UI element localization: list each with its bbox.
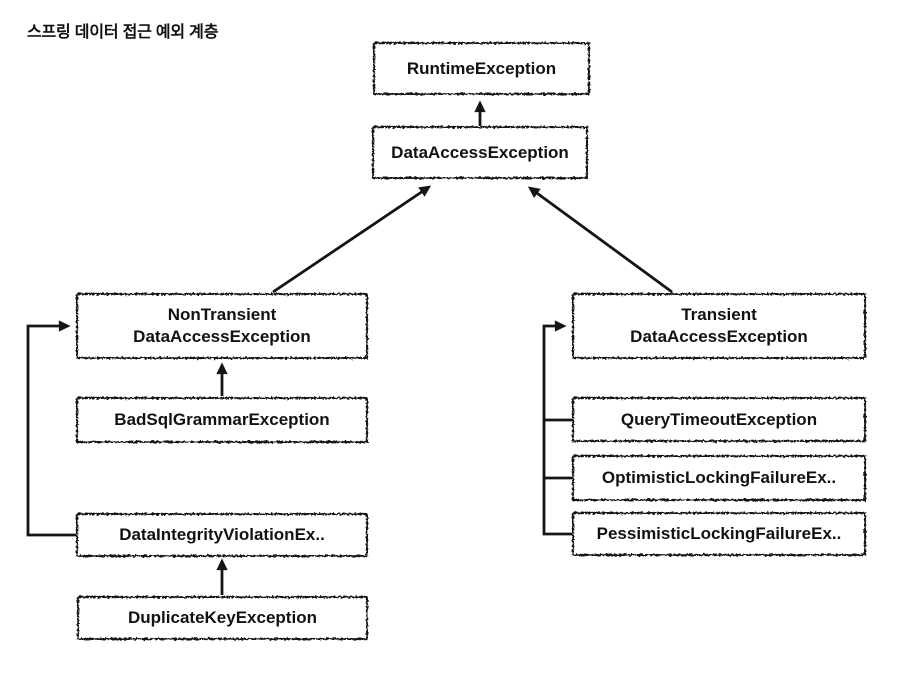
box-label: PessimisticLockingFailureEx.. [596, 524, 842, 543]
box-label: RuntimeException [406, 58, 557, 78]
box-label: DataIntegrityViolationEx.. [119, 525, 325, 544]
elbow-dataintegrity-to-nontransient [26, 320, 76, 537]
box-data-access-exception: DataAccessException [372, 126, 588, 179]
box-runtime-exception: RuntimeException [373, 42, 590, 95]
box-bad-sql-grammar-exception: BadSqlGrammarException [76, 397, 368, 443]
box-label: DuplicateKeyException [128, 608, 317, 627]
box-label-line2: DataAccessException [630, 327, 808, 346]
box-non-transient-data-access-exception: NonTransient DataAccessException [76, 293, 368, 359]
box-data-integrity-violation-exception: DataIntegrityViolationEx.. [76, 513, 368, 557]
box-label: OptimisticLockingFailureEx.. [601, 468, 837, 487]
arrow-transient-to-dataaccess [527, 186, 673, 294]
box-label: BadSqlGrammarException [114, 410, 330, 429]
diagram-title: 스프링 데이터 접근 예외 계층 [27, 24, 219, 41]
box-query-timeout-exception: QueryTimeoutException [572, 397, 866, 442]
box-transient-data-access-exception: Transient DataAccessException [572, 293, 866, 359]
arrow-nontransient-to-dataaccess [272, 185, 432, 294]
box-optimistic-locking-failure-exception: OptimisticLockingFailureEx.. [572, 455, 866, 501]
box-duplicate-key-exception: DuplicateKeyException [77, 596, 368, 640]
elbow-tree-to-transient [542, 320, 572, 536]
box-label-line1: Transient [681, 305, 757, 324]
box-label: QueryTimeoutException [620, 409, 818, 429]
box-label-line2: DataAccessException [133, 327, 311, 346]
box-pessimistic-locking-failure-exception: PessimisticLockingFailureEx.. [572, 512, 866, 556]
box-label-line1: NonTransient [167, 305, 277, 324]
box-label: DataAccessException [391, 142, 569, 162]
